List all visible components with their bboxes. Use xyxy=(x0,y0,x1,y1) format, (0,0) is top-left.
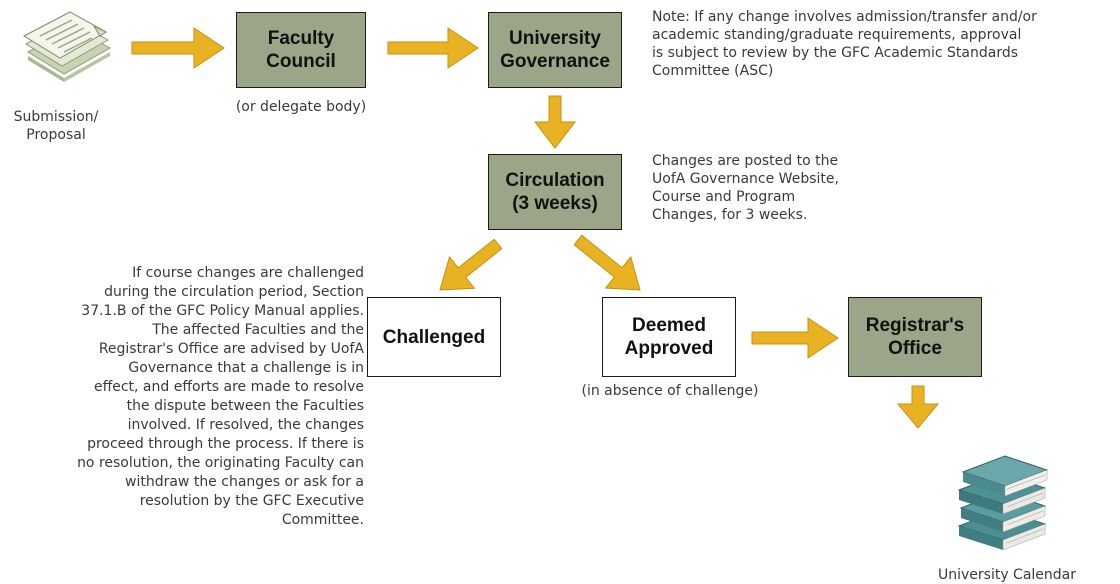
challenged-node: Challenged xyxy=(367,297,501,377)
faculty-council-node: Faculty Council xyxy=(236,12,366,88)
registrars-office-node: Registrar's Office xyxy=(848,297,982,377)
arrow-governance-to-circulation xyxy=(533,95,577,149)
arrow-submission-to-faculty xyxy=(131,27,225,69)
circulation-node: Circulation (3 weeks) xyxy=(488,154,622,230)
deemed-approved-node: Deemed Approved xyxy=(602,297,736,377)
arrow-circulation-to-approved xyxy=(573,234,641,291)
arrow-faculty-to-governance xyxy=(387,27,479,69)
circulation-note: Changes are posted to the UofA Governanc… xyxy=(652,153,839,223)
arrow-registrar-to-calendar xyxy=(896,385,940,429)
arrow-circulation-to-challenged xyxy=(439,238,503,291)
university-calendar-label: University Calendar xyxy=(937,567,1077,583)
university-governance-node: University Governance xyxy=(488,12,622,88)
absence-label: (in absence of challenge) xyxy=(581,383,759,399)
submission-label: Submission/ Proposal xyxy=(13,109,99,143)
arrow-approved-to-registrar xyxy=(751,317,839,359)
challenge-note: If course changes are challenged during … xyxy=(77,265,364,528)
book-stack-icon xyxy=(957,455,1049,551)
delegate-label: (or delegate body) xyxy=(235,99,367,115)
asc-note: Note: If any change involves admission/t… xyxy=(652,9,1037,79)
document-stack-icon xyxy=(22,11,112,82)
